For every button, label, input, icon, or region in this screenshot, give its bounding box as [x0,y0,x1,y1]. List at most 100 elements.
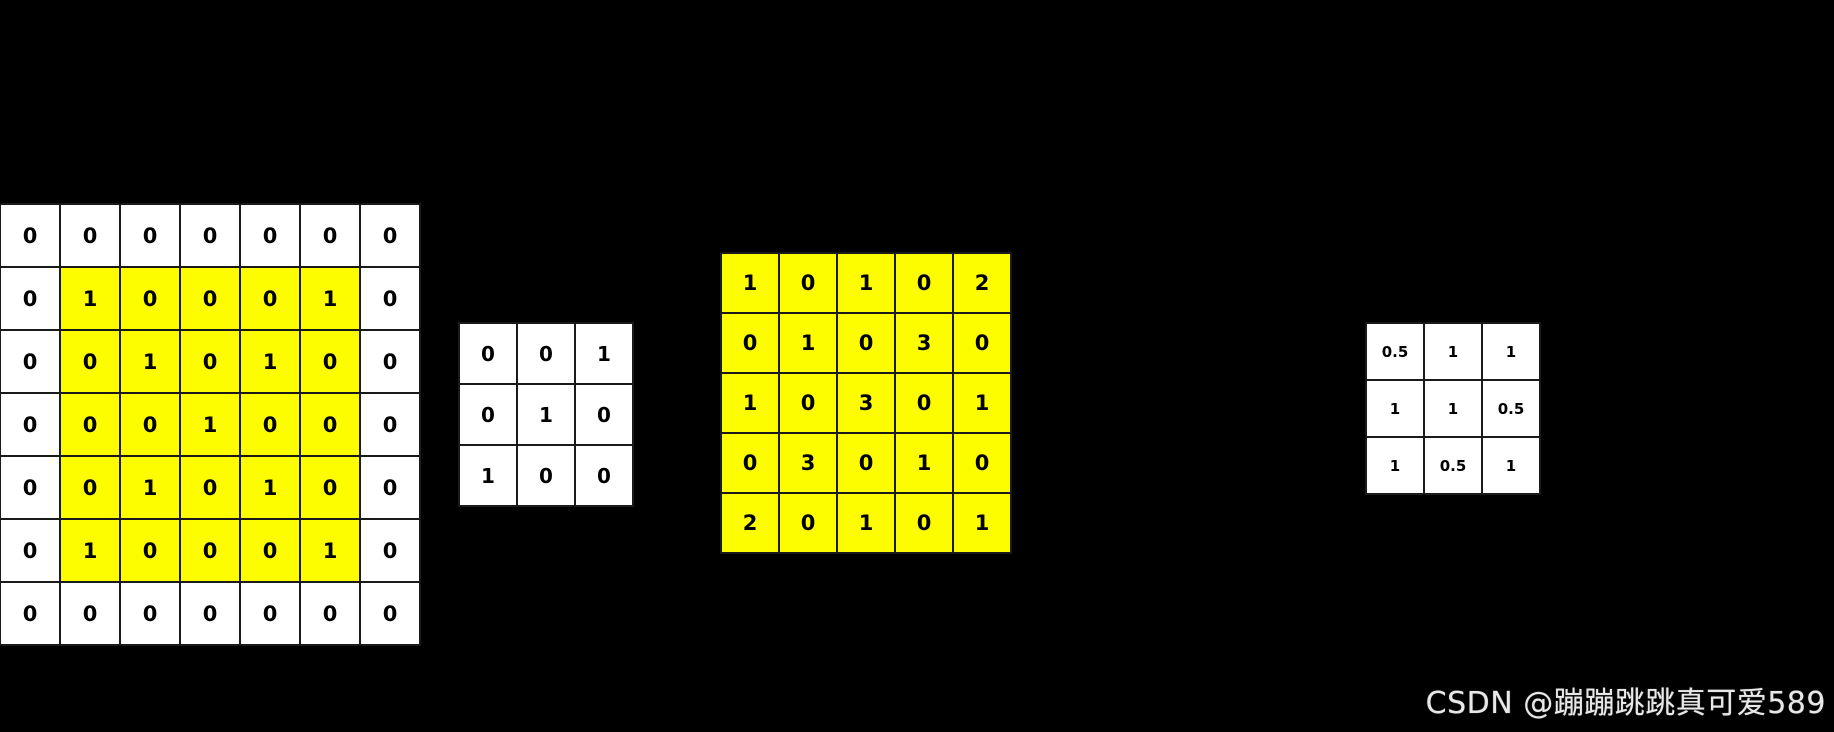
matrix-cell: 0 [299,392,361,457]
matrix-cell: 0 [359,329,421,394]
matrix-cell: 1 [119,329,181,394]
matrix-cell: 1 [720,372,780,434]
matrix-cell: 0 [720,312,780,374]
matrix-cell: 0 [299,455,361,520]
matrix-cell: 0 [299,203,361,268]
matrix-cell: 0 [952,432,1012,494]
matrix-cell: 0 [59,329,121,394]
matrix-cell: 0 [359,266,421,331]
matrix-cell: 1 [458,444,518,507]
matrix-cell: 0 [239,266,301,331]
matrix-cell: 1 [59,518,121,583]
matrix-cell: 1 [1423,379,1483,438]
matrix-cell: 0 [836,312,896,374]
matrix-cell: 0 [894,252,954,314]
matrix-cell: 0 [179,518,241,583]
matrix-cell: 1 [836,252,896,314]
matrix-cell: 0 [458,322,518,385]
matrix-cell: 1 [1423,322,1483,381]
matrix-cell: 1 [894,432,954,494]
csdn-watermark: CSDN @蹦蹦跳跳真可爱589 [1425,686,1826,721]
matrix-cell: 0 [119,203,181,268]
matrix-cell: 0 [59,581,121,646]
matrix-cell: 0 [0,203,61,268]
matrix-cell: 0 [0,455,61,520]
matrix-cell: 1 [299,266,361,331]
matrix-cell: 0 [0,329,61,394]
matrix-cell: 0 [59,392,121,457]
matrix-cell: 1 [1481,322,1541,381]
matrix-cell: 0 [239,518,301,583]
matrix-cell: 0 [119,518,181,583]
matrix-cell: 0 [119,266,181,331]
matrix-cell: 1 [1365,436,1425,495]
matrix-cell: 0 [59,455,121,520]
matrix-cell: 0.5 [1423,436,1483,495]
matrix-cell: 0 [299,581,361,646]
matrix-cell: 3 [836,372,896,434]
matrix-cell: 0 [894,372,954,434]
matrix-cell: 0 [179,203,241,268]
matrix-cell: 0 [836,432,896,494]
matrix-cell: 0 [952,312,1012,374]
matrix-cell: 0 [179,581,241,646]
matrix-cell: 0 [179,266,241,331]
matrix-cell: 0 [574,383,634,446]
matrix-cell: 0 [894,492,954,554]
matrix-cell: 0 [239,581,301,646]
matrix-cell: 1 [778,312,838,374]
matrix-cell: 0.5 [1481,379,1541,438]
matrix-cell: 0.5 [1365,322,1425,381]
matrix-cell: 1 [836,492,896,554]
matrix-cell: 0 [359,455,421,520]
matrix-cell: 0 [359,392,421,457]
matrix-cell: 0 [574,444,634,507]
matrix-cell: 2 [952,252,1012,314]
matrix-cell: 3 [778,432,838,494]
matrix-cell: 0 [239,203,301,268]
matrix-cell: 1 [1365,379,1425,438]
matrix-cell: 1 [59,266,121,331]
matrix-cell: 0 [0,392,61,457]
matrix-cell: 0 [359,581,421,646]
matrix-cell: 0 [778,492,838,554]
matrix-cell: 1 [239,329,301,394]
matrix-cell: 1 [299,518,361,583]
matrix-cell: 0 [299,329,361,394]
matrix-cell: 0 [359,203,421,268]
matrix-cell: 1 [952,372,1012,434]
matrix-cell: 0 [179,455,241,520]
matrix-cell: 0 [0,581,61,646]
matrix-cell: 0 [179,329,241,394]
matrix-cell: 1 [516,383,576,446]
matrix-cell: 0 [720,432,780,494]
matrix-cell: 0 [778,372,838,434]
matrix-cell: 2 [720,492,780,554]
matrix-cell: 1 [1481,436,1541,495]
